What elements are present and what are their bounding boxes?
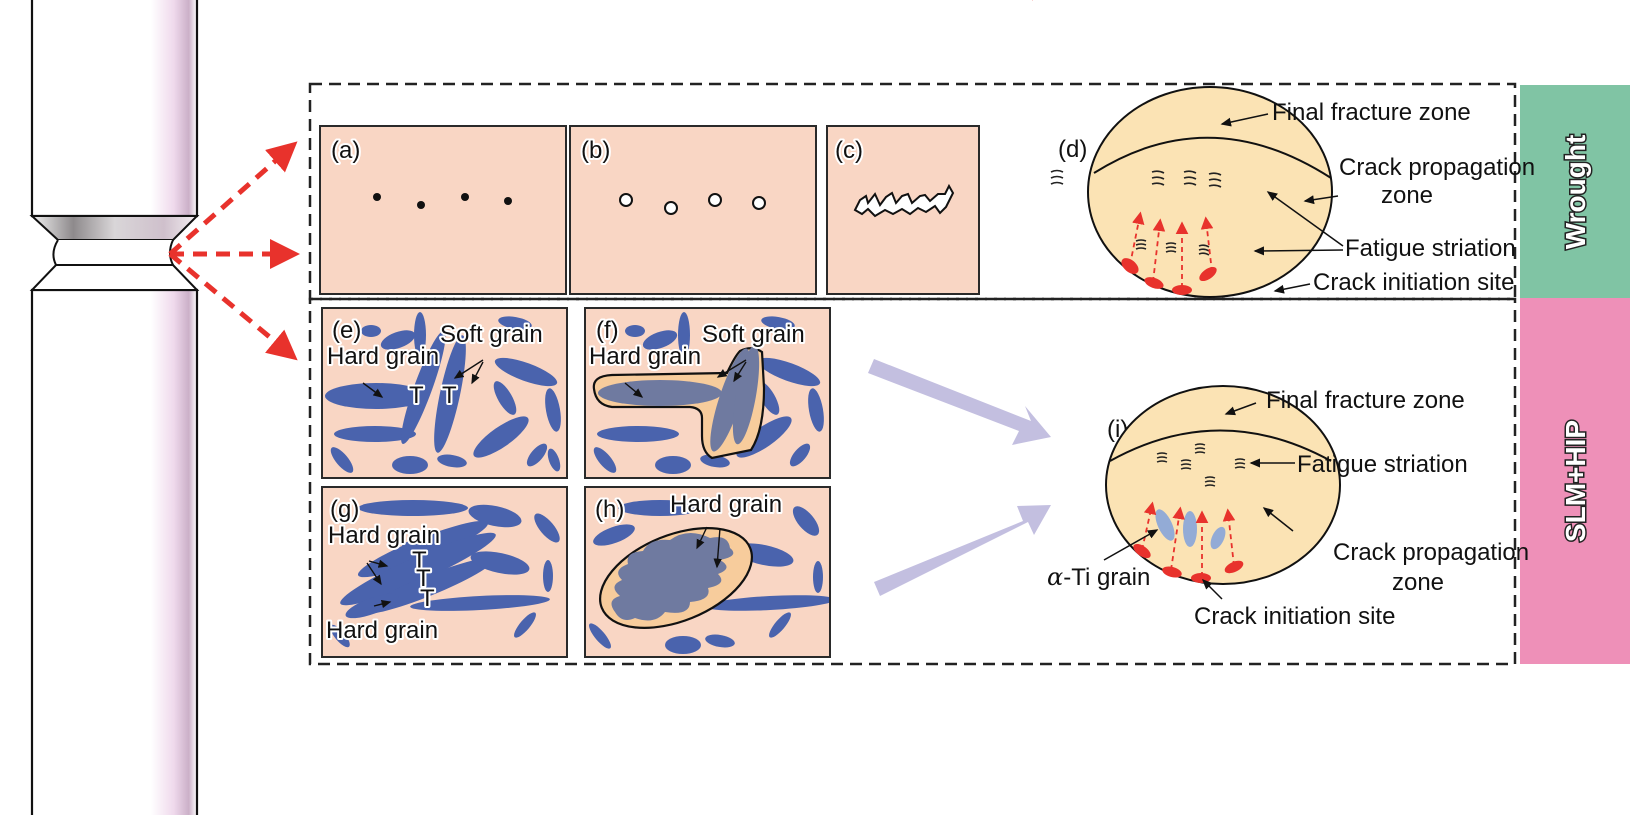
specimen-upper-rod <box>30 0 199 218</box>
slm-hip-frame <box>308 297 1517 666</box>
alpha-ti-text: -Ti grain <box>1063 564 1150 591</box>
crack-paths-d <box>1129 211 1214 288</box>
panel-e: (e) Soft grain Hard grain T T <box>321 307 568 479</box>
alpha-symbol: α <box>1047 563 1063 591</box>
d-crack-prop-label-1: Crack propagation <box>1339 154 1535 181</box>
annotation-arrows-d <box>1220 113 1344 294</box>
initiation-sites-d <box>1121 258 1217 295</box>
panel-g: (g) Hard grain T T T Hard grain <box>321 486 568 658</box>
initiation-sites-i <box>1133 543 1244 583</box>
i-crack-prop-label-1: Crack propagation <box>1333 539 1529 566</box>
panel-f: (f) Soft grain Hard grain <box>584 307 831 479</box>
e-arrows <box>362 359 484 398</box>
fracture-surface-d <box>1087 86 1333 298</box>
d-fatigue-striation-label: Fatigue striation <box>1345 235 1516 262</box>
grains-f <box>593 312 824 474</box>
e-dislocation-2: T <box>442 382 457 409</box>
panel-c: (c) <box>826 125 980 295</box>
g-hard-grain-bottom-label: Hard grain <box>326 617 438 644</box>
panel-d-label: (d) <box>1058 136 1087 163</box>
grains-h <box>589 500 829 654</box>
panel-b: (b) <box>569 125 817 295</box>
wrought-frame <box>308 82 1517 301</box>
specimen-neck-waist <box>56 240 173 265</box>
arrow-to-g <box>168 252 298 361</box>
panel-a: (a) <box>319 125 567 295</box>
grains-e <box>325 312 561 474</box>
flow-arrows <box>868 359 1051 596</box>
crack-paths-i <box>1141 501 1236 577</box>
g-dislocation-3: T <box>420 585 435 612</box>
specimen-neck-upper <box>29 215 200 241</box>
final-fracture-boundary-i <box>1109 429 1332 462</box>
flow-arrow-upper <box>868 359 1051 445</box>
flow-arrow-lower <box>874 505 1051 596</box>
microcrack <box>853 183 955 218</box>
d-crack-initiation-label: Crack initiation site <box>1313 269 1514 296</box>
red-dashed-arrows <box>168 141 300 361</box>
e-hard-grain-label: Hard grain <box>327 343 439 370</box>
striation-marks-i <box>1156 443 1246 487</box>
panel-b-label: (b) <box>581 137 610 164</box>
point-defects <box>373 193 512 209</box>
g-dislocation-1: T <box>412 547 427 574</box>
f-soft-grain-label: Soft grain <box>702 321 805 348</box>
i-crack-initiation-label: Crack initiation site <box>1194 603 1395 630</box>
specimen <box>29 0 200 815</box>
e-soft-grain-label: Soft grain <box>440 321 543 348</box>
f-hard-grain-label: Hard grain <box>589 343 701 370</box>
grains-g <box>330 500 560 648</box>
panel-h: (h) Hard grain <box>584 486 831 658</box>
e-dislocation-1: T <box>409 382 424 409</box>
alpha-ti-grains-i <box>1155 509 1226 550</box>
panel-i: (i) <box>1047 385 1529 630</box>
i-crack-prop-label-2: zone <box>1392 569 1444 596</box>
g-hard-grain-top-label: Hard grain <box>328 522 440 549</box>
specimen-lower-rod <box>30 288 199 815</box>
specimen-neck-lower <box>29 264 200 291</box>
d-final-fracture-label: Final fracture zone <box>1272 99 1471 126</box>
frames <box>308 82 1517 666</box>
arrow-to-wrought <box>168 141 298 256</box>
panel-e-label: (e) <box>332 317 361 344</box>
final-fracture-boundary-d <box>1093 136 1332 179</box>
i-alpha-ti-label: α-Ti grain <box>1047 563 1150 591</box>
striations-d <box>1050 169 1064 185</box>
g-arrows <box>366 559 392 609</box>
slm-hip-group-label: SLM+HIP <box>1560 420 1591 542</box>
i-fatigue-striation-label: Fatigue striation <box>1297 451 1468 478</box>
i-final-fracture-label: Final fracture zone <box>1266 387 1465 414</box>
f-arrows <box>624 359 747 398</box>
striation-marks-d <box>1135 170 1222 256</box>
panel-a-label: (a) <box>331 137 360 164</box>
annotation-arrows-i <box>1103 402 1295 600</box>
g-dislocation-2: T <box>416 565 431 592</box>
panel-h-label: (h) <box>595 496 624 523</box>
wrought-group-label: Wrought <box>1560 135 1591 250</box>
slm-hip-group-bar <box>1520 298 1630 664</box>
panel-c-label: (c) <box>835 137 863 164</box>
h-merged-grains <box>611 532 734 621</box>
panel-g-label: (g) <box>330 496 359 523</box>
h-hard-grain-label: Hard grain <box>670 491 782 518</box>
panel-f-label: (f) <box>596 317 619 344</box>
wrought-group-bar <box>1520 85 1630 298</box>
h-arrows <box>696 526 722 569</box>
panel-d: (d) <box>1050 86 1535 298</box>
d-crack-prop-label-2: zone <box>1381 182 1433 209</box>
microvoids <box>619 193 766 215</box>
